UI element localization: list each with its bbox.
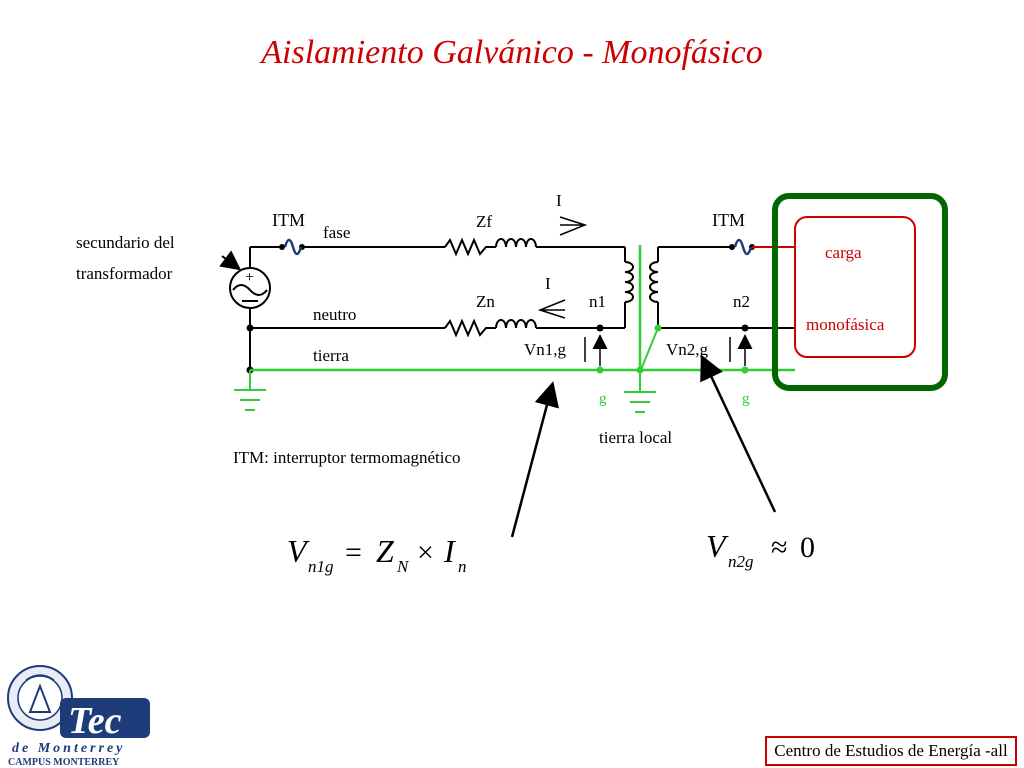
source-label-2: transformador [76, 264, 173, 283]
eq2-zero: 0 [800, 531, 815, 564]
eq1-i: I [443, 533, 456, 569]
zn-impedance-icon [444, 318, 537, 338]
seal-icon [7, 665, 73, 731]
itm-legend: ITM: interruptor termomagnético [233, 448, 461, 467]
itm-left-label: ITM [272, 210, 305, 230]
slide-title: Aislamiento Galvánico - Monofásico [261, 34, 763, 71]
zf-impedance-icon [444, 237, 537, 257]
eq2-v-sub: n2g [728, 552, 754, 571]
ac-source-icon: + [229, 267, 271, 309]
equation-2: V n2g ≈ 0 [706, 528, 815, 571]
current-arrow-right [559, 216, 588, 236]
current-bottom-label: I [545, 274, 551, 293]
current-top-label: I [556, 191, 562, 210]
load-inner-box [794, 216, 916, 358]
eq2-approx: ≈ [771, 531, 787, 564]
ground-icon-local [624, 372, 656, 413]
secondary-coil-icon [649, 261, 659, 303]
eq1-pointer-arrow [510, 381, 559, 538]
zf-label: Zf [476, 212, 492, 231]
phase-label: fase [323, 223, 350, 242]
source-pointer-arrow [219, 250, 242, 271]
logo-line3: CAMPUS MONTERREY [8, 757, 120, 768]
eq2-v: V [706, 528, 729, 564]
g-right-label: g [742, 391, 750, 407]
eq1-i-sub: n [458, 557, 467, 576]
eq1-v: V [287, 533, 310, 569]
load-outer-box [772, 193, 948, 391]
vn1g-label: Vn1,g [524, 340, 567, 359]
g-left-label: g [599, 391, 607, 407]
eq1-v-sub: n1g [308, 557, 334, 576]
svg-text:+: + [245, 269, 254, 286]
source-label-1: secundario del [76, 233, 175, 252]
current-arrow-left [537, 299, 566, 319]
eq2-pointer-arrow [700, 354, 777, 513]
node-n1-label: n1 [589, 292, 606, 311]
logo-line2: de Monterrey [12, 741, 125, 756]
node-n2-label: n2 [733, 292, 750, 311]
footer-label: Centro de Estudios de Energía -all [765, 736, 1017, 766]
vn2g-label: Vn2,g [666, 340, 709, 359]
neutral-label: neutro [313, 305, 356, 324]
eq1-z-sub: N [396, 557, 410, 576]
eq1-z: Z [376, 533, 395, 569]
load-label-2: monofásica [806, 315, 885, 334]
tec-logo: Tec de Monterrey CAMPUS MONTERREY [7, 665, 150, 768]
local-ground-label: tierra local [599, 428, 672, 447]
primary-coil-icon [624, 261, 634, 303]
itm-breaker-icon-left [279, 238, 305, 256]
itm-right-label: ITM [712, 210, 745, 230]
ground-label: tierra [313, 346, 349, 365]
eq1-equals: = [345, 536, 362, 569]
load-label-1: carga [825, 243, 862, 262]
eq1-times: × [417, 536, 434, 569]
logo-brand: Tec [68, 700, 122, 742]
itm-breaker-icon-right [729, 238, 755, 256]
zn-label: Zn [476, 292, 495, 311]
ground-icon-left [234, 370, 266, 411]
equation-1: V n1g = Z N × I n [287, 533, 467, 576]
